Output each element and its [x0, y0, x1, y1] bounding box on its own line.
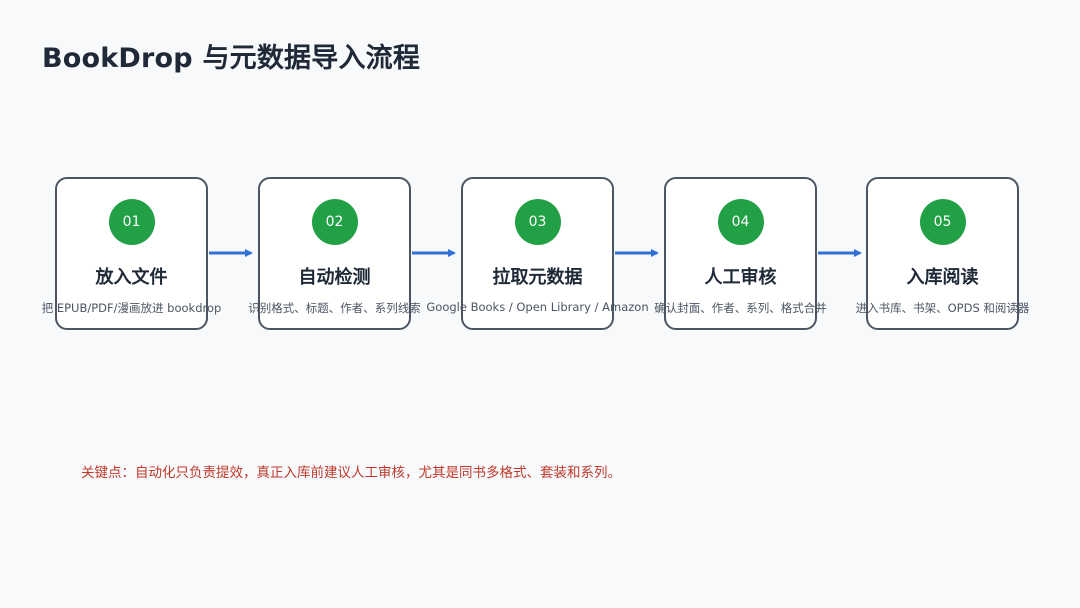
- step-title: 入库阅读: [906, 267, 979, 288]
- step-description: 识别格式、标题、作者、系列线索: [248, 301, 421, 315]
- step-number-badge: 03: [514, 199, 561, 245]
- step-title: 自动检测: [298, 267, 371, 288]
- step-card-4: 04 人工审核 确认封面、作者、系列、格式合并: [654, 177, 827, 330]
- step-card-1: 01 放入文件 把 EPUB/PDF/漫画放进 bookdrop: [42, 177, 221, 330]
- step-card-2: 02 自动检测 识别格式、标题、作者、系列线索: [248, 177, 421, 330]
- step-description: 把 EPUB/PDF/漫画放进 bookdrop: [41, 301, 222, 315]
- step-number-badge: 02: [311, 199, 358, 245]
- step-description: 确认封面、作者、系列、格式合并: [654, 301, 827, 315]
- step-title: 人工审核: [704, 267, 777, 288]
- step-number-badge: 05: [919, 199, 966, 245]
- step-title: 放入文件: [95, 267, 168, 288]
- key-note: 关键点：自动化只负责提效，真正入库前建议人工审核，尤其是同书多格式、套装和系列。: [81, 465, 621, 481]
- step-number-badge: 01: [108, 199, 155, 245]
- step-number-badge: 04: [717, 199, 764, 245]
- step-card-3: 03 拉取元数据 Google Books / Open Library / A…: [426, 177, 649, 330]
- step-description: 进入书库、书架、OPDS 和阅读器: [855, 301, 1030, 315]
- page-title: BookDrop 与元数据导入流程: [42, 43, 421, 74]
- step-description: Google Books / Open Library / Amazon: [426, 300, 649, 314]
- step-card-5: 05 入库阅读 进入书库、书架、OPDS 和阅读器: [856, 177, 1029, 330]
- step-title: 拉取元数据: [492, 267, 583, 288]
